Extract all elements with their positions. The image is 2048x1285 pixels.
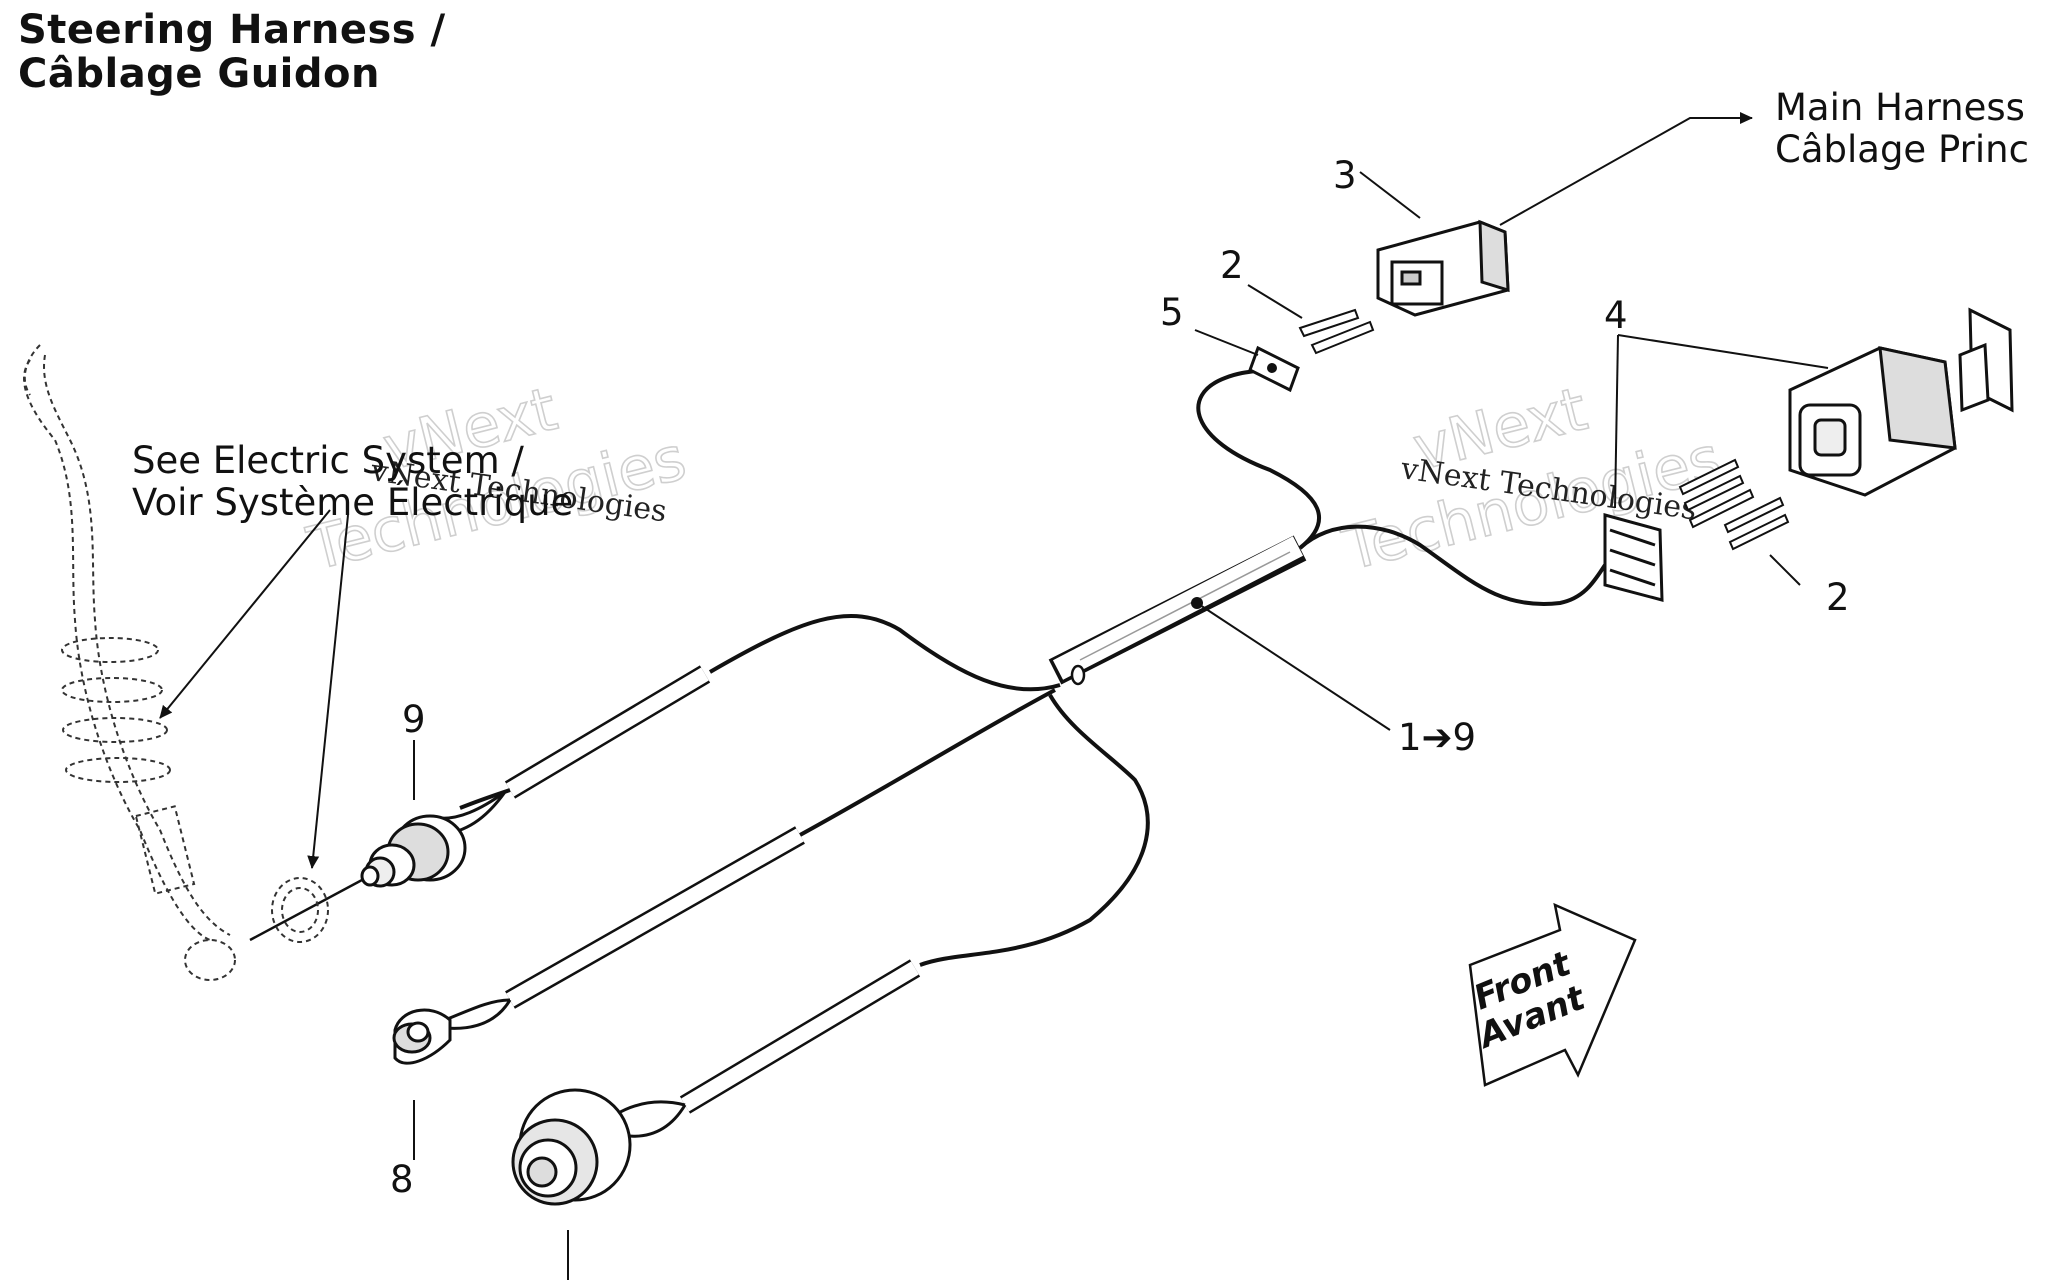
branch-switch-9: [437, 614, 1061, 837]
terminals-part-2-lower: [1678, 458, 1790, 551]
leader-main-harness: [1499, 112, 1753, 226]
callout-numbers: 3 2 5 4 2 1➔9 9 8: [390, 154, 1850, 1201]
connector-block-harness: [1603, 513, 1664, 602]
callout-3: 3: [1333, 154, 1357, 197]
callout-9: 9: [402, 698, 426, 741]
note-electric-en: See Electric System /: [132, 439, 524, 482]
callout-8: 8: [390, 1158, 414, 1201]
callout-5: 5: [1160, 291, 1184, 334]
leader-electric-b: [307, 514, 349, 869]
watermark-right: vNext Technologies vNext Technologies: [1335, 373, 1728, 585]
terminals-part-2-upper: [1298, 308, 1375, 355]
ground-plate-part-5: [1248, 345, 1300, 393]
leader-2-upper: [1247, 284, 1303, 319]
callout-4: 4: [1604, 294, 1628, 337]
leader-4b: [1614, 334, 1619, 509]
reference-notes: Main Harness Câblage Princ See Electric …: [132, 86, 2029, 524]
partial-component-right: [1958, 307, 2014, 413]
title-line-1: Steering Harness /: [18, 7, 446, 53]
connector-part-4: [1788, 346, 1957, 497]
note-electric-fr: Voir Système Électrique: [132, 480, 573, 524]
page-title: Steering Harness / Câblage Guidon: [18, 8, 446, 96]
switch-bottom: [511, 1088, 632, 1206]
leader-1: [1199, 604, 1391, 731]
leader-3: [1359, 171, 1421, 219]
callout-1-9: 1➔9: [1398, 716, 1476, 759]
leader-2-lower: [1769, 554, 1801, 586]
leader-5: [1194, 329, 1259, 356]
leader-electric-a: [159, 509, 331, 719]
switch-part-9: [249, 814, 467, 942]
branch-sensor-8: [444, 688, 1056, 1030]
note-main-harness-fr: Câblage Princ: [1775, 128, 2029, 171]
main-harness-trunk: [1048, 535, 1307, 686]
title-line-2: Câblage Guidon: [18, 51, 380, 97]
tether-cord-dashed: [23, 344, 329, 981]
leader-4a: [1617, 334, 1829, 369]
wire-to-connector-4: [1298, 524, 1607, 606]
sensor-part-8: [392, 1008, 452, 1065]
note-main-harness-en: Main Harness: [1775, 86, 2025, 129]
wire-to-ground-5: [1196, 366, 1321, 550]
leader-lines: [159, 112, 1829, 1280]
front-direction-arrow: Front Avant: [1468, 902, 1637, 1087]
callout-2-upper: 2: [1220, 244, 1244, 287]
connector-part-3: [1376, 219, 1510, 317]
branch-switch-bottom: [614, 694, 1150, 1138]
callout-2-lower: 2: [1826, 576, 1850, 619]
